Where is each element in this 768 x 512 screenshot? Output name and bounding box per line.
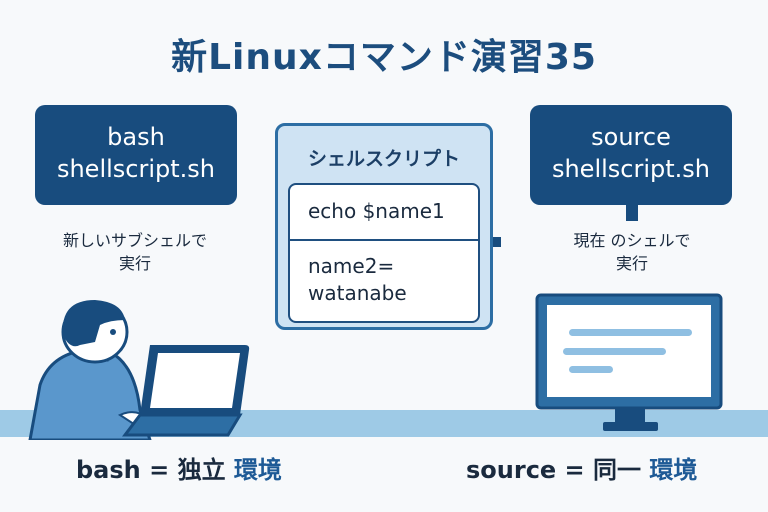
source-summary-text: source = 同一 <box>466 456 650 484</box>
bash-script-name: shellscript.sh <box>56 155 216 183</box>
source-summary-accent: 環境 <box>649 456 698 484</box>
source-command: source <box>591 123 671 151</box>
source-script-name: shellscript.sh <box>551 155 711 183</box>
script-content: echo $name1 name2= watanabe <box>288 183 480 323</box>
source-caption-line2: 実行 <box>615 254 648 273</box>
bash-command-box: bash shellscript.sh <box>35 105 237 205</box>
source-caption: 現在 のシェルで 実行 <box>532 229 732 275</box>
bash-summary: bash = 独立 環境 <box>76 450 282 485</box>
person-icon <box>28 300 152 440</box>
monitor-illustration <box>535 293 723 431</box>
bash-caption: 新しいサブシェルで 実行 <box>35 229 235 275</box>
bash-summary-text: bash = 独立 <box>76 456 234 484</box>
bash-command: bash <box>107 123 165 151</box>
source-command-box: source shellscript.sh <box>530 105 732 205</box>
assign-name: name2= <box>308 254 395 278</box>
script-line-echo: echo $name1 <box>308 199 445 223</box>
assign-value: watanabe <box>308 281 407 305</box>
page-title: 新Linuxコマンド演習35 <box>171 37 597 78</box>
source-caption-line1: 現在 のシェルで <box>573 231 691 250</box>
bash-caption-line2: 実行 <box>118 254 151 273</box>
laptop-icon <box>122 345 250 437</box>
shell-script-box: シェルスクリプト echo $name1 name2= watanabe <box>275 123 493 330</box>
source-summary: source = 同一 環境 <box>466 450 697 485</box>
bash-summary-accent: 環境 <box>233 456 282 484</box>
connector-square <box>493 237 501 247</box>
script-line-assign: name2= watanabe <box>308 253 407 307</box>
person-laptop-illustration <box>28 300 250 440</box>
monitor-icon <box>535 293 723 431</box>
divider <box>290 239 478 241</box>
connector-stem <box>626 205 638 221</box>
script-title: シェルスクリプト <box>307 148 460 170</box>
bash-caption-line1: 新しいサブシェルで <box>62 231 207 250</box>
